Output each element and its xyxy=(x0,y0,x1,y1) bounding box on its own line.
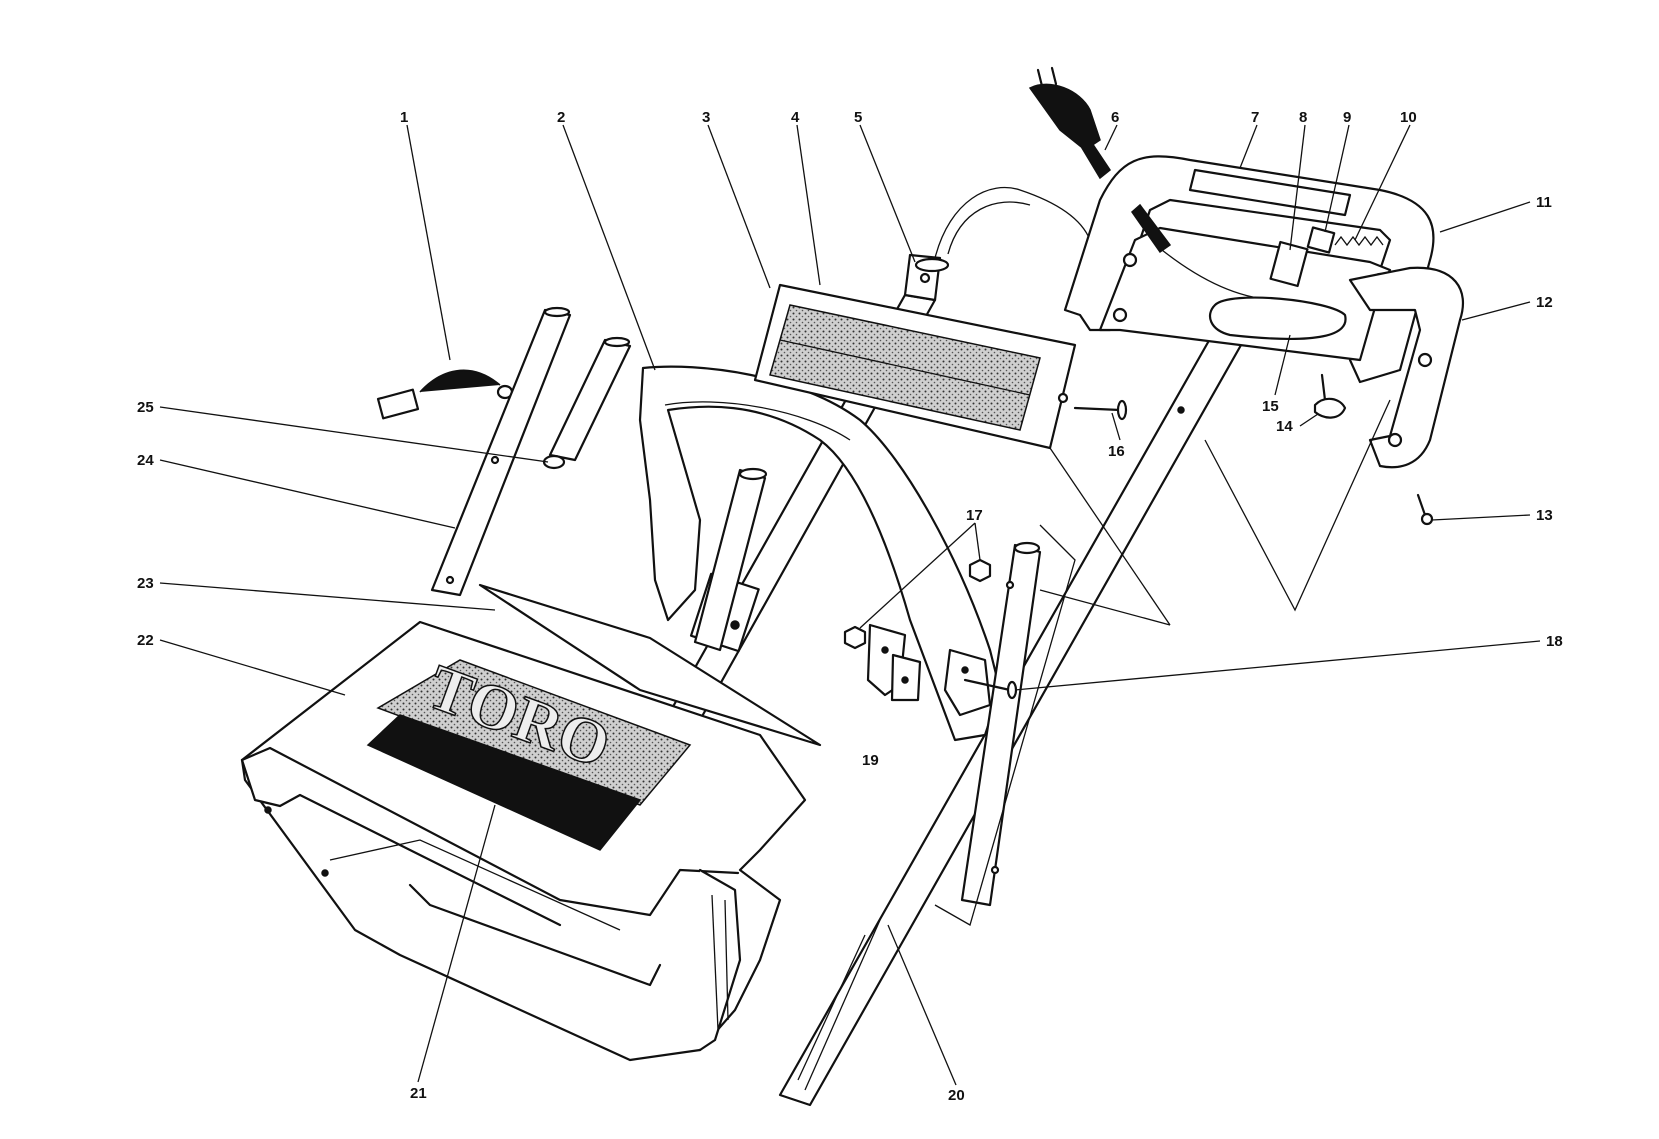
left-tube xyxy=(430,306,572,597)
bracket-19 xyxy=(866,623,922,702)
callout-12: 12 xyxy=(1536,294,1553,311)
callout-19: 19 xyxy=(862,752,879,769)
callout-6: 6 xyxy=(1111,109,1119,126)
flat-plate xyxy=(478,583,822,747)
callout-16: 16 xyxy=(1108,443,1125,460)
short-tube xyxy=(542,336,632,470)
bolt-16 xyxy=(1073,399,1128,421)
callout-23: 23 xyxy=(137,575,154,592)
nuts-17 xyxy=(843,558,992,650)
rear-cover xyxy=(1348,266,1465,469)
grip-pad xyxy=(1208,296,1347,341)
callout-2: 2 xyxy=(557,109,565,126)
screw-13 xyxy=(1416,493,1434,526)
right-tube xyxy=(934,524,1076,926)
callout-13: 13 xyxy=(1536,507,1553,524)
callout-25: 25 xyxy=(137,399,154,416)
callout-14: 14 xyxy=(1276,418,1293,435)
callout-11: 11 xyxy=(1536,194,1552,211)
center-tube xyxy=(693,467,768,652)
callout-20: 20 xyxy=(948,1087,965,1104)
callout-24: 24 xyxy=(137,452,154,469)
group-lines xyxy=(1039,399,1391,626)
wire-harness xyxy=(376,369,514,420)
callout-7: 7 xyxy=(1251,109,1259,126)
callout-5: 5 xyxy=(854,109,862,126)
callout-22: 22 xyxy=(137,632,154,649)
callout-9: 9 xyxy=(1343,109,1351,126)
callout-18: 18 xyxy=(1546,633,1563,650)
callout-10: 10 xyxy=(1400,109,1417,126)
callout-21: 21 xyxy=(410,1085,427,1102)
upper-panel xyxy=(753,283,1077,450)
callout-15: 15 xyxy=(1262,398,1279,415)
callout-8: 8 xyxy=(1299,109,1307,126)
knob-14 xyxy=(1313,373,1347,419)
leader-lines xyxy=(159,124,1541,1086)
callout-4: 4 xyxy=(791,109,800,126)
callout-labels: 1 2 3 4 5 6 7 8 9 10 11 12 13 14 15 16 1… xyxy=(137,109,1563,1104)
switch-assembly xyxy=(1269,226,1384,288)
callout-1: 1 xyxy=(400,109,408,126)
callout-3: 3 xyxy=(702,109,710,126)
logo-decal: TORO xyxy=(366,650,692,851)
post-top xyxy=(914,186,1091,273)
callout-17: 17 xyxy=(966,507,983,524)
